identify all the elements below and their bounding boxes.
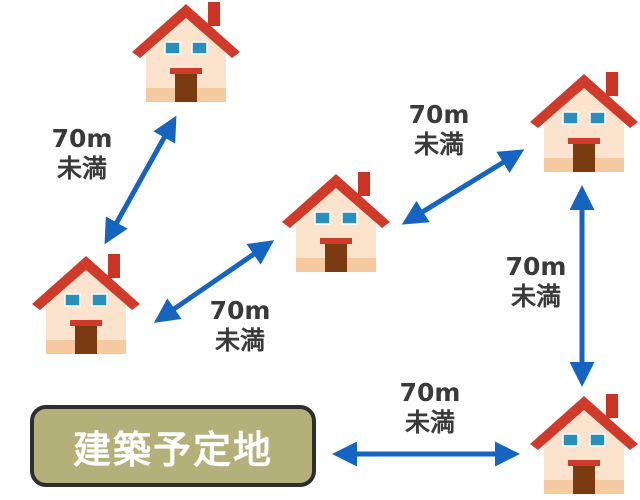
distance-label: 70m 未満 (390, 378, 470, 438)
house-icon (282, 172, 390, 272)
distance-arrow (406, 152, 520, 222)
house-icon (32, 254, 140, 354)
distance-qualifier: 未満 (390, 408, 470, 438)
construction-site-label: 建築予定地 (73, 419, 273, 474)
distance-label: 70m 未満 (496, 252, 576, 312)
distance-qualifier: 未満 (42, 154, 122, 184)
distance-label: 70m 未満 (200, 296, 280, 356)
construction-site-box: 建築予定地 (30, 405, 316, 487)
distance-value: 70m (390, 378, 470, 408)
distance-qualifier: 未満 (399, 130, 479, 160)
distance-value: 70m (200, 296, 280, 326)
distance-value: 70m (399, 100, 479, 130)
distance-qualifier: 未満 (200, 326, 280, 356)
house-icon (530, 394, 638, 494)
distance-value: 70m (496, 252, 576, 282)
distance-label: 70m 未満 (399, 100, 479, 160)
house-icon (132, 2, 240, 102)
distance-label: 70m 未満 (42, 124, 122, 184)
distance-value: 70m (42, 124, 122, 154)
distance-qualifier: 未満 (496, 282, 576, 312)
house-icon (530, 72, 638, 172)
